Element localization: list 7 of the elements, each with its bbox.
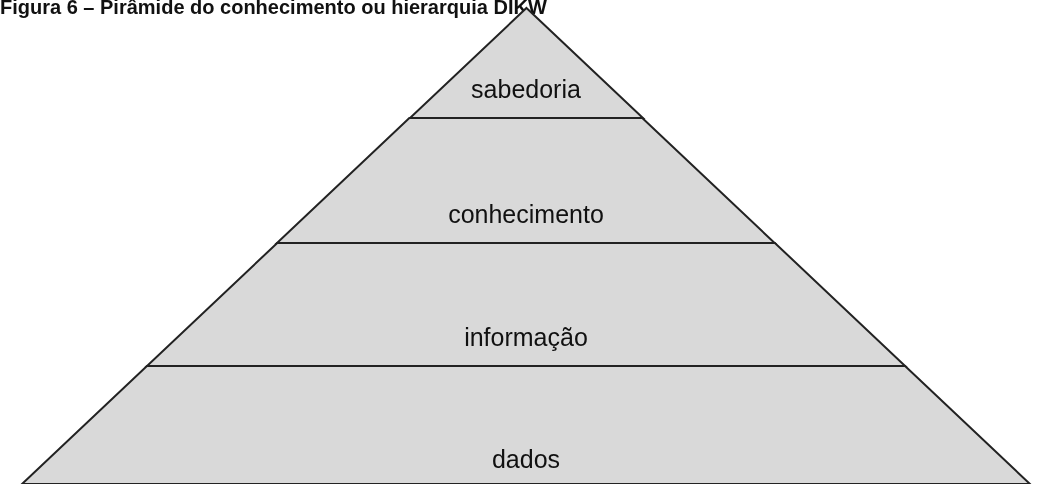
pyramid-level	[22, 366, 1030, 484]
level-label: dados	[491, 445, 561, 473]
pyramid-level	[146, 243, 906, 366]
level-label: sabedoria	[471, 75, 581, 103]
level-label: informação	[464, 323, 588, 351]
level-label: conhecimento	[448, 200, 604, 228]
figure-title: Figura 6 – Pirâmide do conhecimento ou hierarquia DIKW	[0, 0, 547, 19]
